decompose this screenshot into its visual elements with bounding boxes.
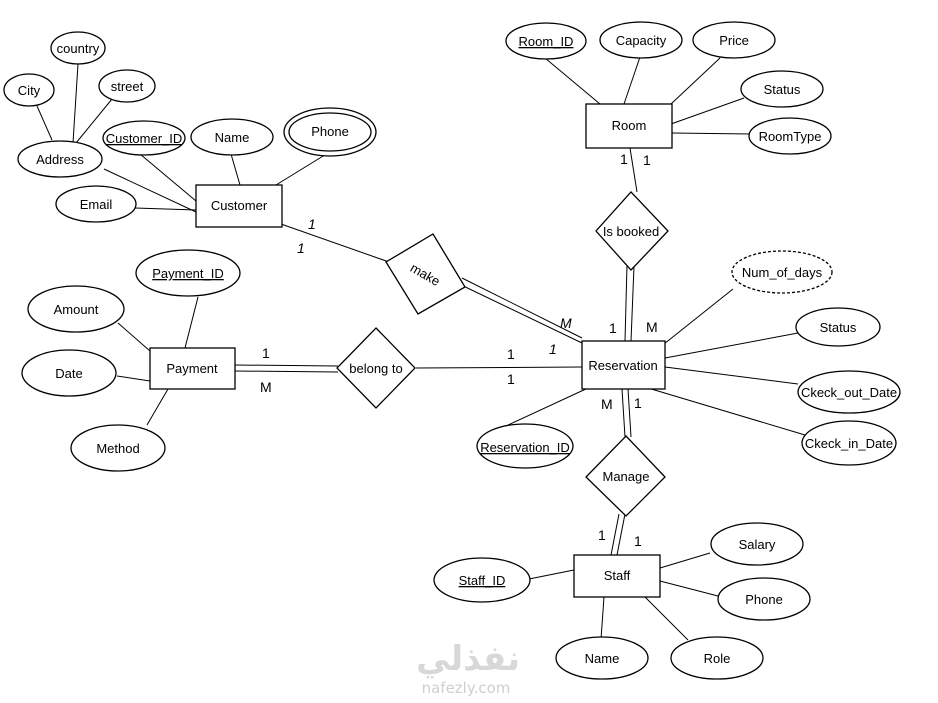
watermark: نفذلي nafezly.com (416, 639, 520, 697)
relationship-is-booked[interactable]: Is booked (595, 191, 669, 271)
attribute-address-label: Address (36, 152, 84, 167)
attribute-payment-id[interactable]: Payment_ID (135, 249, 241, 297)
attribute-reservation-id[interactable]: Reservation_ID (476, 423, 574, 469)
attribute-check-out-date[interactable]: Ckeck_out_Date (797, 370, 901, 414)
attribute-check-in-date-label: Ckeck_in_Date (805, 436, 893, 451)
relationship-belong-to[interactable]: belong to (336, 327, 416, 409)
entity-staff[interactable]: Staff (573, 554, 661, 598)
attribute-role-label: Role (704, 651, 731, 666)
attribute-staff-name-label: Name (585, 651, 620, 666)
attribute-customer-phone[interactable]: Phone (283, 107, 377, 157)
relationship-manage-label: Manage (603, 469, 650, 484)
entity-reservation-label: Reservation (588, 358, 657, 373)
attribute-room-status[interactable]: Status (740, 70, 824, 108)
connector-lines (36, 56, 806, 641)
attribute-city[interactable]: City (3, 73, 55, 107)
entity-room-label: Room (612, 118, 647, 133)
cardinality-belong-reservation-b: 1 (507, 371, 515, 387)
attribute-method[interactable]: Method (70, 424, 166, 472)
relationship-manage[interactable]: Manage (585, 435, 666, 517)
attribute-room-id-label: Room_ID (519, 34, 574, 49)
attribute-amount[interactable]: Amount (27, 285, 125, 333)
cardinality-manage-staff-b: 1 (634, 533, 642, 549)
cardinality-customer-make-b: 1 (297, 240, 305, 256)
relationship-is-booked-label: Is booked (603, 224, 659, 239)
cardinality-belong-reservation-a: 1 (507, 346, 515, 362)
attribute-customer-id[interactable]: Customer_ID (102, 120, 186, 156)
attribute-staff-id[interactable]: Staff_ID (433, 557, 531, 603)
relationship-belong-to-label: belong to (349, 361, 403, 376)
attribute-room-type[interactable]: RoomType (748, 117, 832, 155)
attribute-reservation-id-label: Reservation_ID (480, 440, 570, 455)
cardinality-customer-make-a: 1 (308, 216, 316, 232)
cardinality-room-booked-a: 1 (620, 151, 628, 167)
cardinality-reservation-manage-1: 1 (634, 395, 642, 411)
attribute-email[interactable]: Email (55, 185, 137, 223)
attribute-city-label: City (18, 83, 41, 98)
watermark-latin: nafezly.com (422, 679, 511, 697)
cardinality-room-booked-b: 1 (643, 152, 651, 168)
attribute-date[interactable]: Date (21, 349, 117, 397)
attribute-country-label: country (57, 41, 100, 56)
entity-payment-label: Payment (166, 361, 218, 376)
cardinality-make-reservation-1: 1 (549, 341, 557, 357)
attribute-check-in-date[interactable]: Ckeck_in_Date (801, 420, 897, 466)
watermark-arabic: نفذلي (416, 639, 520, 679)
attribute-country[interactable]: country (50, 31, 106, 65)
cardinality-booked-reservation-1: 1 (609, 320, 617, 336)
attribute-capacity-label: Capacity (616, 33, 667, 48)
attribute-check-out-date-label: Ckeck_out_Date (801, 385, 897, 400)
attribute-room-type-label: RoomType (759, 129, 822, 144)
cardinality-labels: 1 1 M 1 1 1 1 M 1 M 1 1 M 1 1 1 (260, 151, 658, 549)
entity-staff-label: Staff (604, 568, 631, 583)
attribute-street[interactable]: street (98, 69, 156, 103)
cardinality-payment-belong-1: 1 (262, 345, 270, 361)
entity-customer-label: Customer (211, 198, 268, 213)
attribute-salary-label: Salary (739, 537, 776, 552)
cardinality-booked-reservation-m: M (646, 319, 658, 335)
attribute-address[interactable]: Address (17, 140, 103, 178)
attribute-method-label: Method (96, 441, 139, 456)
attribute-room-status-label: Status (764, 82, 801, 97)
attribute-customer-phone-label: Phone (311, 124, 349, 139)
attribute-customer-name[interactable]: Name (190, 118, 274, 156)
attribute-reservation-status[interactable]: Status (795, 307, 881, 347)
attribute-customer-id-label: Customer_ID (106, 131, 183, 146)
attribute-reservation-status-label: Status (820, 320, 857, 335)
attribute-amount-label: Amount (54, 302, 99, 317)
attribute-date-label: Date (55, 366, 82, 381)
attribute-num-of-days[interactable]: Num_of_days (731, 250, 833, 294)
cardinality-payment-belong-m: M (260, 379, 272, 395)
attribute-payment-id-label: Payment_ID (152, 266, 224, 281)
attribute-email-label: Email (80, 197, 113, 212)
attribute-salary[interactable]: Salary (710, 522, 804, 566)
cardinality-manage-staff-a: 1 (598, 527, 606, 543)
entity-room[interactable]: Room (585, 103, 673, 149)
attribute-role[interactable]: Role (670, 636, 764, 680)
attribute-staff-id-label: Staff_ID (459, 573, 506, 588)
cardinality-make-reservation-m: M (560, 315, 572, 331)
entity-reservation[interactable]: Reservation (581, 340, 666, 390)
attribute-price-label: Price (719, 33, 749, 48)
attribute-capacity[interactable]: Capacity (599, 21, 683, 59)
cardinality-reservation-manage-m: M (601, 396, 613, 412)
attribute-staff-phone-label: Phone (745, 592, 783, 607)
entity-payment[interactable]: Payment (149, 347, 236, 390)
attribute-num-of-days-label: Num_of_days (742, 265, 823, 280)
attribute-staff-phone[interactable]: Phone (717, 577, 811, 621)
relationship-make[interactable]: make (385, 233, 466, 315)
entity-customer[interactable]: Customer (195, 184, 283, 228)
attribute-room-id[interactable]: Room_ID (505, 22, 587, 60)
attribute-customer-name-label: Name (215, 130, 250, 145)
attribute-price[interactable]: Price (692, 21, 776, 59)
attribute-street-label: street (111, 79, 144, 94)
attribute-staff-name[interactable]: Name (555, 636, 649, 680)
